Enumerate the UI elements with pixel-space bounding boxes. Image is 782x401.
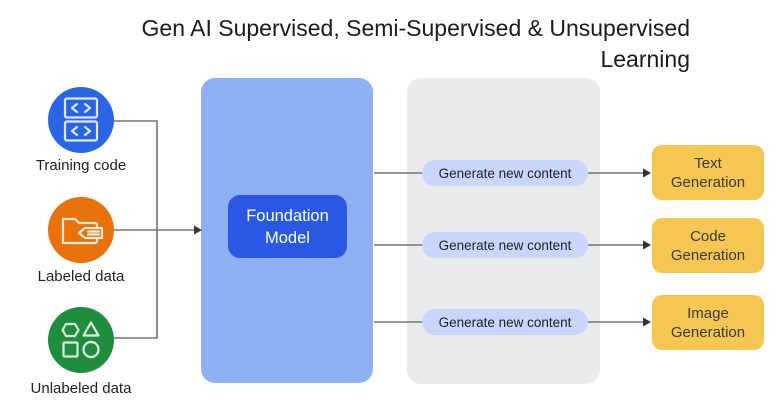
diagram-title-line1: Gen AI Supervised, Semi-Supervised & Uns… <box>141 15 690 41</box>
foundation-model-box: Foundation Model <box>228 195 347 258</box>
unlabeled-data-node <box>48 307 114 373</box>
training-code-label: Training code <box>35 157 127 174</box>
generate-content-pill-2: Generate new content <box>422 232 588 258</box>
image-generation-output: Image Generation <box>652 295 764 350</box>
training-code-node <box>48 87 114 153</box>
labeled-data-label: Labeled data <box>37 268 125 285</box>
unlabeled-data-label: Unlabeled data <box>30 380 132 397</box>
arrowhead-to-image-generation <box>643 317 651 327</box>
arrowhead-to-model <box>194 225 202 235</box>
labeled-data-node <box>48 197 114 263</box>
diagram-title: Gen AI Supervised, Semi-Supervised & Uns… <box>142 13 690 75</box>
code-blocks-icon <box>63 97 99 142</box>
generate-content-pill-1: Generate new content <box>422 160 588 186</box>
diagram-title-line2: Learning <box>600 46 690 72</box>
arrowhead-to-text-generation <box>643 168 651 178</box>
arrowhead-to-code-generation <box>643 240 651 250</box>
labeled-folder-icon <box>61 217 104 245</box>
text-generation-output: Text Generation <box>652 145 764 200</box>
shapes-icon <box>61 321 100 359</box>
generate-content-pill-3: Generate new content <box>422 309 588 335</box>
code-generation-output: Code Generation <box>652 218 764 273</box>
